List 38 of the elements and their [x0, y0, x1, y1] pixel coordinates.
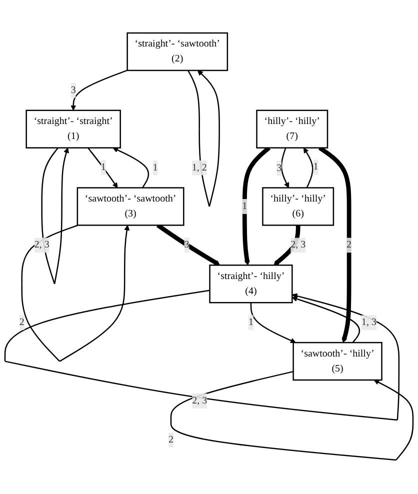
edge-label: 2, 3	[34, 240, 50, 251]
arrow	[303, 148, 314, 189]
edge-label: 2	[19, 317, 24, 328]
node-box: ‘hilly’- ‘hilly’ (7)	[256, 110, 328, 149]
node-box: ‘sawtooth’- ‘sawtooth’ (3)	[76, 188, 184, 226]
edge-label: 1	[152, 162, 158, 174]
arrow	[112, 148, 150, 189]
edge-label: 2, 3	[192, 396, 208, 406]
arrow	[21, 225, 130, 362]
arrow	[280, 148, 290, 188]
arrow	[187, 70, 220, 208]
edge-label: 3	[276, 163, 282, 174]
edge-label: 1, 2	[192, 162, 207, 174]
edge-label: 2	[346, 240, 352, 251]
node-box: ‘straight’- ‘straight’ (1)	[26, 110, 121, 149]
arrow	[250, 303, 296, 344]
arrow	[292, 296, 360, 344]
edge-label: 1	[248, 317, 254, 328]
edge-label: 3	[184, 240, 190, 251]
arrow	[4, 290, 400, 422]
edge-label: 1	[100, 162, 106, 173]
arrow	[242, 146, 271, 266]
arrow	[318, 146, 352, 344]
arrow	[70, 70, 128, 112]
node-box: ‘sawtooth’- ‘hilly’ (5)	[292, 342, 382, 382]
arrow	[170, 371, 414, 462]
arrow	[41, 148, 69, 285]
node-box: ‘straight’- ‘sawtooth’ (2)	[126, 32, 228, 72]
node-box: ‘hilly’- ‘hilly’ (6)	[262, 188, 334, 226]
edge-label: 1, 3	[362, 317, 377, 328]
edge-label: 3	[70, 85, 76, 96]
arrow	[88, 148, 118, 188]
edge-label: 1	[313, 162, 318, 173]
edge-label: 1	[242, 201, 248, 212]
node-box: ‘straight’- ‘hilly’ (4)	[209, 265, 293, 304]
arrow	[274, 226, 300, 266]
edge-label: 2	[168, 434, 174, 446]
edge-label: 2, 3	[290, 240, 306, 251]
